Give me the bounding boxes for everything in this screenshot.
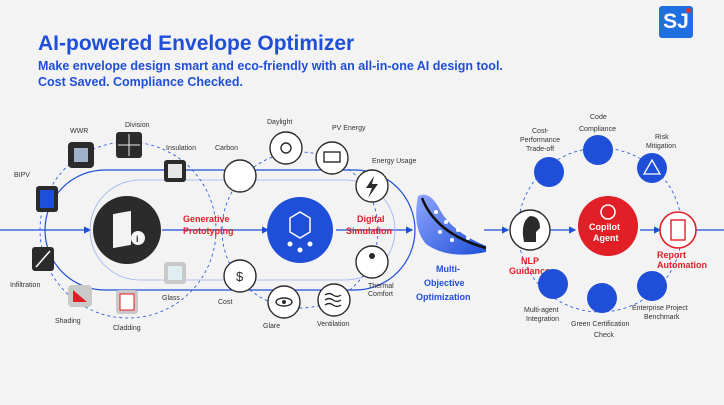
- code-compliance-node: Code Compliance: [579, 114, 616, 165]
- optimization-node: Multi- Objective Optimization: [416, 194, 487, 302]
- ma-line-1: Multi-agent: [524, 307, 559, 314]
- copilot-line-2: Agent: [593, 233, 619, 243]
- report-line-1: Report: [657, 250, 686, 260]
- carbon-node: Carbon: [215, 145, 257, 193]
- insulation-node: Insulation: [164, 145, 196, 182]
- brand-logo: SJ: [659, 6, 693, 38]
- thermal-comfort-node: Thermal Comfort: [355, 245, 394, 298]
- energy-usage-label: Energy Usage: [372, 158, 416, 165]
- gc-line-1: Green Certification: [571, 321, 629, 328]
- stage-1-line-2: Prototyping: [183, 226, 234, 236]
- wwr-label: WWR: [70, 128, 88, 135]
- cc-line-1: Code: [590, 114, 607, 121]
- subtitle-line-1: Make envelope design smart and eco-frien…: [38, 59, 503, 73]
- cost-label: Cost: [218, 299, 232, 306]
- green-cert-node: Green Certification Check: [571, 283, 629, 339]
- pv-energy-node: PV Energy: [315, 125, 366, 175]
- agent-task-nodes: Cost- Performance Trade-off Code Complia…: [520, 114, 688, 339]
- glass-node: Glass: [162, 262, 186, 302]
- ai-hub: [267, 197, 333, 263]
- building-hub: i: [93, 196, 161, 264]
- pv-energy-label: PV Energy: [332, 125, 366, 132]
- rm-line-1: Risk: [655, 134, 669, 141]
- insulation-label: Insulation: [166, 145, 196, 152]
- eb-line-2: Benchmark: [644, 314, 680, 321]
- metric-nodes: Carbon Daylight PV Energy Energy Usage T…: [215, 119, 416, 330]
- stage-3-line-3: Optimization: [416, 292, 471, 302]
- bipv-label: BIPV: [14, 172, 30, 179]
- logo-text: SJ: [663, 10, 689, 33]
- cost-node: $ Cost: [218, 259, 257, 306]
- stage-2-line-2: Simulation: [346, 226, 392, 236]
- logo-dot: [686, 8, 691, 13]
- input-nodes: WWR Division Insulation BIPV Infiltratio…: [10, 122, 196, 332]
- glass-label: Glass: [162, 295, 180, 302]
- division-node: Division: [116, 122, 150, 158]
- cp-line-2: Performance: [520, 137, 560, 144]
- rm-line-2: Mitigation: [646, 143, 676, 150]
- shading-label: Shading: [55, 318, 81, 325]
- carbon-label: Carbon: [215, 145, 238, 152]
- enterprise-node: Enterprise Project Benchmark: [632, 271, 688, 321]
- page-subtitle: Make envelope design smart and eco-frien…: [38, 58, 503, 90]
- report-node: Report Automation: [657, 211, 707, 270]
- report-line-2: Automation: [657, 260, 707, 270]
- wwr-node: WWR: [68, 128, 94, 168]
- multi-agent-node: Multi-agent Integration: [524, 269, 568, 323]
- subtitle-line-2: Cost Saved. Compliance Checked.: [38, 75, 243, 89]
- stage-3-line-1: Multi-: [436, 264, 460, 274]
- stage-1-line-1: Generative: [183, 214, 230, 224]
- cp-line-1: Cost-: [532, 128, 549, 135]
- energy-usage-node: Energy Usage: [355, 158, 416, 203]
- cost-performance-node: Cost- Performance Trade-off: [520, 128, 564, 187]
- stage-3-line-2: Objective: [424, 278, 465, 288]
- nlp-line-1: NLP: [521, 256, 539, 266]
- infiltration-label: Infiltration: [10, 282, 40, 289]
- nlp-node: NLP Guidance: [509, 209, 551, 276]
- ma-line-2: Integration: [526, 316, 559, 323]
- daylight-node: Daylight: [267, 119, 303, 165]
- bipv-node: BIPV: [14, 172, 58, 212]
- copilot-node: Copilot Agent: [578, 196, 638, 256]
- cladding-node: Cladding: [113, 290, 141, 332]
- ventilation-node: Ventilation: [317, 283, 351, 328]
- eb-line-1: Enterprise Project: [632, 305, 688, 312]
- info-icon: i: [136, 234, 139, 244]
- glare-node: Glare: [263, 285, 301, 330]
- glare-label: Glare: [263, 323, 280, 330]
- gc-line-2: Check: [594, 332, 614, 339]
- comfort-label: Comfort: [368, 291, 393, 298]
- infiltration-node: Infiltration: [10, 247, 54, 289]
- cc-line-2: Compliance: [579, 126, 616, 133]
- cp-line-3: Trade-off: [526, 146, 554, 153]
- page-title: AI-powered Envelope Optimizer: [38, 32, 355, 55]
- stage-2-line-1: Digital: [357, 214, 385, 224]
- shading-node: Shading: [55, 285, 92, 325]
- ventilation-label: Ventilation: [317, 321, 349, 328]
- dollar-icon: $: [236, 269, 244, 284]
- copilot-line-1: Copilot: [589, 222, 620, 232]
- thermal-label: Thermal: [368, 283, 394, 290]
- risk-mitigation-node: Risk Mitigation: [637, 134, 676, 183]
- division-label: Division: [125, 122, 150, 129]
- nlp-line-2: Guidance: [509, 266, 550, 276]
- daylight-label: Daylight: [267, 119, 292, 126]
- cladding-label: Cladding: [113, 325, 141, 332]
